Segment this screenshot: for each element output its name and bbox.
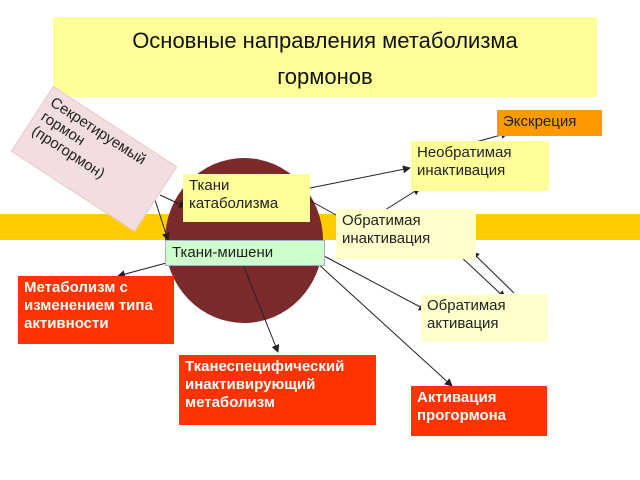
diagram-title: Основные направления метаболизма гормоно… [53, 17, 597, 97]
catabolism-tissues-line-1: Ткани [189, 177, 230, 194]
irreversible-inactivation-line-1: Необратимая [417, 144, 512, 161]
target-tissues-label: Ткани-мишени [172, 244, 274, 261]
activity-metabolism-box: Метаболизм с изменением типа активности [18, 276, 174, 344]
irreversible-inactivation-line-2: инактивация [417, 162, 506, 179]
excretion-box: Экскреция [497, 110, 602, 136]
reversible-inactivation-line-1: Обратимая [342, 212, 421, 229]
arrow-catabolism-to-irreversible [299, 165, 411, 191]
tissue-nonspecific-line-3: метаболизм [185, 394, 275, 411]
excretion-label: Экскреция [503, 113, 577, 130]
arrow-hormone-to-catabolism [159, 194, 187, 208]
tissue-nonspecific-line-1: Тканеспецифический [185, 358, 345, 375]
catabolism-tissues-line-2: катаболизма [189, 195, 279, 212]
title-line-2: гормонов [277, 64, 373, 89]
irreversible-inactivation-box: Необратимая инактивация [411, 141, 549, 191]
activity-metabolism-line-2: изменением типа [24, 297, 153, 314]
reversible-activation-line-1: Обратимая [427, 297, 506, 314]
catabolism-tissues-box: Ткани катаболизма [183, 174, 310, 222]
arrow-reversible-inact-to-act [457, 253, 506, 299]
tissue-nonspecific-line-2: инактивирующий [185, 376, 316, 393]
arrow-reversible-act-to-inact [471, 251, 515, 294]
arrow-target-to-tissue-nonspecific [241, 261, 280, 353]
title-line-1: Основные направления метаболизма [132, 28, 518, 53]
prohormone-activation-box: Активация прогормона [411, 386, 547, 436]
reversible-inactivation-box: Обратимая инактивация [336, 209, 476, 259]
reversible-activation-line-2: активация [427, 315, 499, 332]
reversible-inactivation-line-2: инактивация [342, 230, 431, 247]
arrow-target-to-activity-metabolism [117, 261, 171, 279]
prohormone-activation-line-2: прогормона [417, 407, 507, 424]
activity-metabolism-line-1: Метаболизм с [24, 279, 128, 296]
arrow-hormone-to-target [154, 199, 170, 241]
target-tissues-box: Ткани-мишени [165, 240, 325, 266]
tissue-nonspecific-box: Тканеспецифический инактивирующий метабо… [179, 355, 376, 425]
activity-metabolism-line-3: активности [24, 315, 109, 332]
prohormone-activation-line-1: Активация [417, 389, 497, 406]
arrow-target-to-prohormone [315, 261, 453, 387]
arrow-target-to-reversible-act [323, 255, 427, 311]
reversible-activation-box: Обратимая активация [421, 294, 548, 342]
arrow-reversible-to-irreversible [384, 187, 421, 211]
